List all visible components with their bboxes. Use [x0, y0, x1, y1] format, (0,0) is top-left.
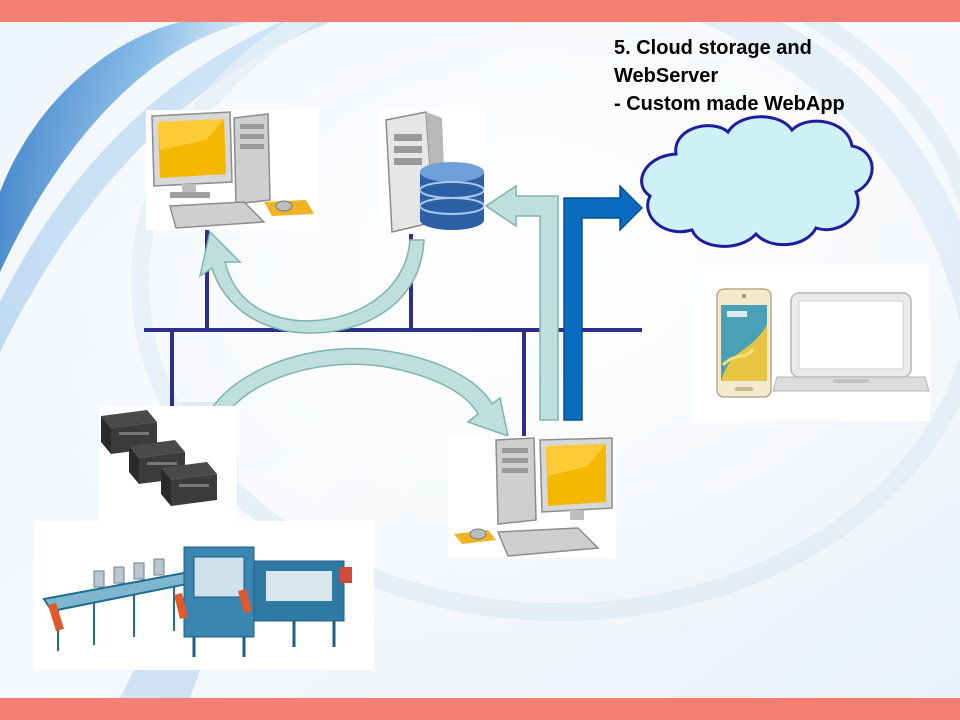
arrow-plc-to-workstation [199, 347, 510, 441]
title-line-3: - Custom made WebApp [614, 93, 845, 115]
bottom-accent-bar [0, 698, 960, 720]
client-devices [693, 265, 930, 421]
title-line-1: 5. Cloud storage and [614, 37, 812, 59]
database-server-icon [385, 111, 484, 233]
desktop-computer-icon [151, 111, 314, 229]
workstation-bottom [448, 436, 616, 558]
plc-controller-icon [101, 410, 217, 506]
packaging-machine-icon [42, 546, 352, 657]
cloud-icon [640, 115, 874, 248]
smartphone-laptop-icon [716, 288, 930, 398]
title-line-2: WebServer [614, 65, 719, 87]
arrow-server-to-workstation [198, 230, 425, 334]
database-server [380, 110, 484, 234]
arrow-workstation-to-server [484, 184, 559, 421]
smartphone-icon [716, 288, 772, 398]
production-line [34, 521, 374, 670]
slide-title: 5. Cloud storage and WebServer - Custom … [614, 34, 954, 118]
arrow-to-cloud [563, 184, 644, 421]
database-icon [419, 162, 484, 230]
workstation-top [146, 110, 318, 230]
laptop-icon [772, 292, 930, 392]
top-accent-bar [0, 0, 960, 22]
desktop-computer-icon [454, 437, 613, 557]
plc-controllers [99, 406, 237, 522]
